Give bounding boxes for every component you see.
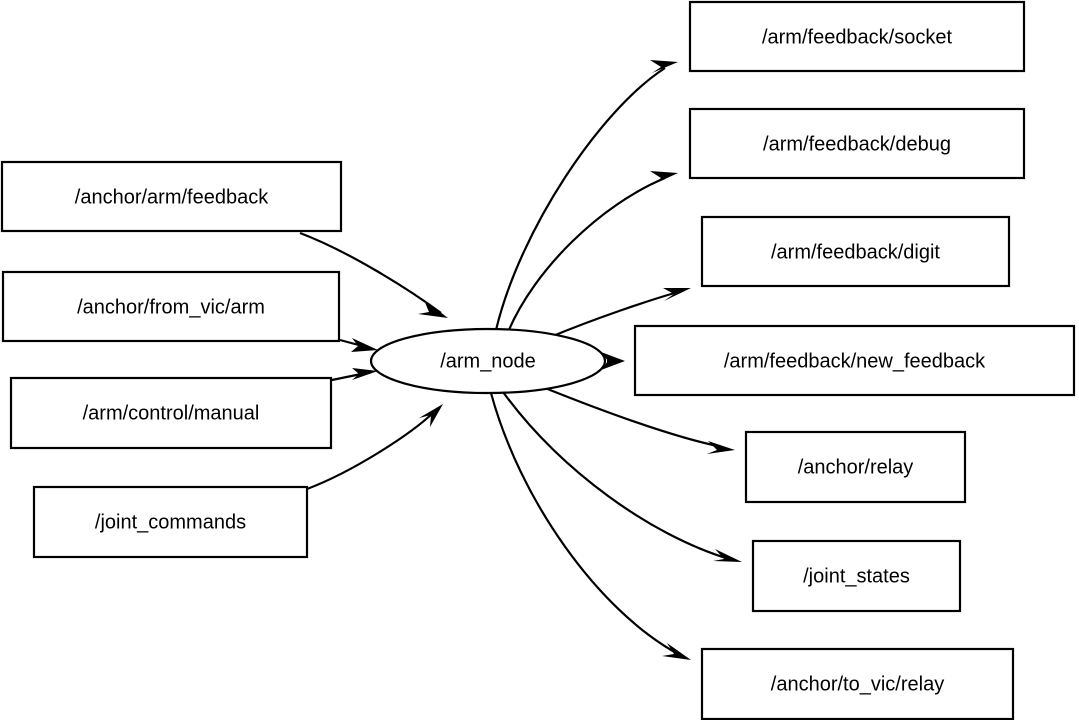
topic-box-joint-commands[interactable] xyxy=(32,485,309,559)
edge-node-to-joint-states xyxy=(502,391,730,561)
topic-label-anchor-from-vic-arm: /anchor/from_vic/arm xyxy=(77,296,265,318)
edge-joint-commands-to-node xyxy=(306,411,435,491)
topic-node-joint-commands[interactable]: /joint_commands xyxy=(32,485,309,559)
topic-box-anchor-to-vic-relay[interactable] xyxy=(700,647,1015,720)
topic-box-anchor-arm-feedback[interactable] xyxy=(0,160,343,233)
input-topic-boxes: /anchor/arm/feedback /anchor/from_vic/ar… xyxy=(0,160,343,559)
arrowhead-arm-feedback-debug xyxy=(650,171,678,185)
topic-box-arm-feedback-digit[interactable] xyxy=(700,215,1011,288)
arrowhead-anchor-arm-feedback xyxy=(418,300,448,318)
topic-box-arm-feedback-socket[interactable] xyxy=(688,0,1026,73)
topic-label-arm-control-manual: /arm/control/manual xyxy=(83,402,260,424)
topic-label-arm-feedback-debug: /arm/feedback/debug xyxy=(763,133,951,155)
topic-label-joint-states: /joint_states xyxy=(803,565,910,587)
arrowhead-anchor-from-vic-arm xyxy=(351,338,378,352)
node-label-arm-node: /arm_node xyxy=(440,350,536,372)
topic-box-anchor-relay[interactable] xyxy=(744,430,967,504)
ros-node-arm-node[interactable]: /arm_node xyxy=(369,327,607,395)
topic-node-anchor-to-vic-relay[interactable]: /anchor/to_vic/relay xyxy=(700,647,1015,720)
topic-node-anchor-relay[interactable]: /anchor/relay xyxy=(744,430,967,504)
edge-node-to-anchor-relay xyxy=(544,386,723,449)
topic-node-arm-feedback-new-feedback[interactable]: /arm/feedback/new_feedback xyxy=(633,324,1076,397)
arrowhead-arm-feedback-socket xyxy=(650,60,678,73)
topic-box-anchor-from-vic-arm[interactable] xyxy=(1,270,341,343)
arrowhead-joint-states xyxy=(713,549,742,562)
topic-label-arm-feedback-digit: /arm/feedback/digit xyxy=(771,241,940,263)
topic-node-arm-feedback-digit[interactable]: /arm/feedback/digit xyxy=(700,215,1011,288)
topic-box-joint-states[interactable] xyxy=(751,539,962,613)
node-ellipse-arm-node[interactable] xyxy=(369,327,607,395)
topic-node-anchor-arm-feedback[interactable]: /anchor/arm/feedback xyxy=(0,160,343,233)
edge-node-to-anchor-to-vic-relay xyxy=(489,392,679,655)
topic-node-arm-feedback-debug[interactable]: /arm/feedback/debug xyxy=(688,107,1026,180)
input-edges xyxy=(299,231,448,491)
edge-node-to-arm-feedback-debug xyxy=(506,176,666,333)
topic-label-anchor-relay: /anchor/relay xyxy=(798,456,914,478)
topic-box-arm-feedback-new-feedback[interactable] xyxy=(633,324,1076,397)
topic-label-joint-commands: /joint_commands xyxy=(95,511,246,533)
output-topic-boxes: /arm/feedback/socket /arm/feedback/debug… xyxy=(633,0,1076,720)
arrowhead-arm-feedback-new-feedback xyxy=(601,352,625,370)
edge-node-to-arm-feedback-digit xyxy=(547,290,679,340)
arrowhead-joint-commands xyxy=(419,404,443,427)
topic-node-arm-control-manual[interactable]: /arm/control/manual xyxy=(9,376,333,450)
topic-label-anchor-arm-feedback: /anchor/arm/feedback xyxy=(75,186,269,208)
edge-node-to-arm-feedback-socket xyxy=(494,67,666,331)
topic-node-arm-feedback-socket[interactable]: /arm/feedback/socket xyxy=(688,0,1026,73)
topic-node-joint-states[interactable]: /joint_states xyxy=(751,539,962,613)
topic-label-arm-feedback-socket: /arm/feedback/socket xyxy=(762,26,953,48)
topic-label-anchor-to-vic-relay: /anchor/to_vic/relay xyxy=(771,673,944,695)
arrowhead-anchor-relay xyxy=(707,441,735,454)
arrowhead-anchor-to-vic-relay xyxy=(662,643,691,660)
output-edges xyxy=(489,60,742,660)
topic-node-anchor-from-vic-arm[interactable]: /anchor/from_vic/arm xyxy=(1,270,341,343)
arrowhead-arm-control-manual xyxy=(352,368,378,380)
topic-box-arm-control-manual[interactable] xyxy=(9,376,333,450)
arrowhead-arm-feedback-digit xyxy=(663,288,691,301)
topic-label-arm-feedback-new-feedback: /arm/feedback/new_feedback xyxy=(724,350,986,372)
topic-box-arm-feedback-debug[interactable] xyxy=(688,107,1026,180)
